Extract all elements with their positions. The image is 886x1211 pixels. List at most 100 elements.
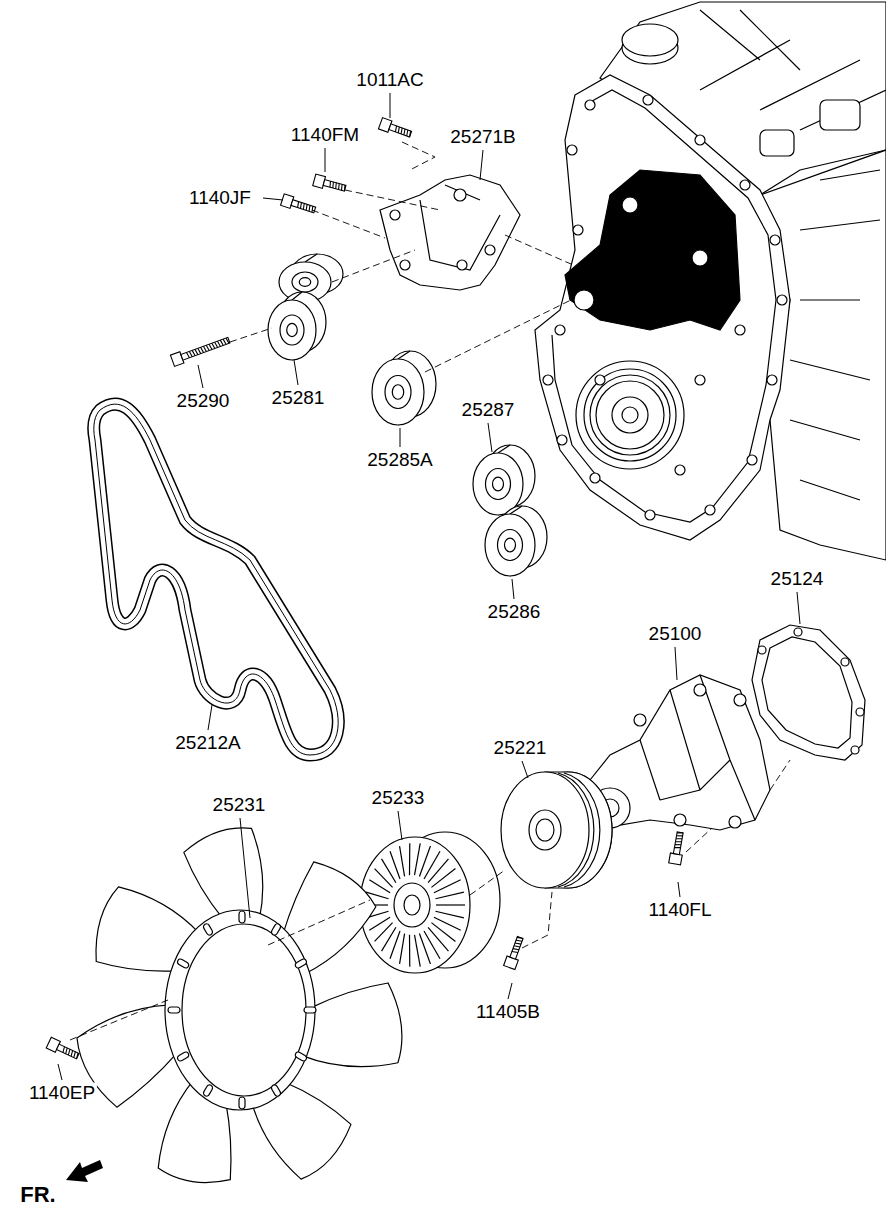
fan-hole [239, 1097, 245, 1109]
callout-number: 1140FL [646, 900, 713, 921]
pump-hole [729, 816, 741, 828]
bolt [378, 118, 412, 140]
cover-bolt [543, 375, 553, 385]
callout-number: 25221 [492, 738, 549, 759]
front-arrow [66, 1160, 103, 1182]
leader-line [508, 983, 512, 999]
dashed-line [505, 235, 580, 268]
roller-bore [392, 385, 403, 400]
bolt [170, 335, 230, 367]
fan-blades [77, 828, 402, 1183]
callout-number: 25287 [460, 400, 517, 421]
gasket-hole [758, 646, 766, 654]
callout-number: 25281 [270, 388, 327, 409]
roller-bore [505, 538, 516, 552]
crank-pulley [622, 407, 638, 423]
bolt-thread [297, 202, 314, 213]
idler-roller [268, 292, 326, 360]
leader-line [325, 148, 326, 172]
leader-line [797, 592, 800, 624]
cover-bolt [645, 510, 655, 520]
bolt [669, 831, 686, 865]
fan-hole [270, 923, 281, 936]
cover-bolts [543, 95, 787, 520]
cover-bolt [770, 235, 780, 245]
leader-line [240, 818, 250, 918]
leader-line [480, 150, 483, 180]
pump-pulley [501, 772, 612, 888]
idler-roller [473, 445, 535, 515]
pump-hole [634, 714, 646, 726]
callout-number: 1140EP [27, 1083, 97, 1104]
pulley-front [501, 772, 589, 888]
fan-hole [202, 923, 213, 936]
callout-number: 1140FM [289, 125, 361, 146]
pump-rib [640, 675, 755, 820]
clutch-fin [419, 934, 430, 964]
dashed-line [345, 190, 440, 210]
callout-number: 25286 [486, 602, 543, 623]
clutch-fin [415, 843, 421, 875]
bolt-shaft [389, 124, 412, 137]
bracket-hole [400, 260, 410, 270]
bolt-thread [329, 181, 346, 191]
cover-bolt [573, 225, 583, 235]
roller-bore [299, 278, 310, 287]
dashed-line [312, 210, 385, 238]
clutch-fin [409, 843, 410, 875]
belt-outline [94, 404, 338, 755]
gasket-hole [841, 658, 849, 666]
idler-roller [372, 351, 436, 425]
belt-face [94, 404, 338, 755]
dashed-line [70, 1000, 168, 1040]
bracket-hole [454, 189, 466, 201]
callout-number: 25124 [769, 569, 826, 590]
fan-clutch [360, 832, 500, 973]
bolt-shaft [181, 337, 230, 360]
leader-line [488, 423, 492, 452]
bolt [281, 194, 317, 216]
bracket-hole [457, 260, 467, 270]
cover-bolt [740, 180, 750, 190]
housing-hole [622, 197, 638, 213]
bolt [46, 1037, 80, 1061]
timing-cover [535, 75, 790, 540]
crank-pulley [590, 375, 670, 455]
clutch-fin [369, 917, 390, 930]
fan-blade [184, 828, 263, 920]
housing-hole [692, 250, 708, 266]
idler-pulleys [268, 254, 547, 576]
fan-hole [239, 911, 245, 923]
leader-line [398, 811, 402, 840]
roller-front [473, 453, 523, 515]
crank-pulley [612, 397, 648, 433]
crank-pulley [584, 369, 676, 461]
dashed-line [268, 900, 370, 945]
bolt-head [669, 853, 683, 865]
clutch-fin [382, 927, 396, 951]
clutch-fin [424, 851, 440, 879]
bolt-shaft [673, 832, 683, 855]
callout-number: 1140JF [187, 188, 253, 209]
leader-line [208, 705, 212, 730]
cover-bolt [777, 295, 787, 305]
clutch-fin [400, 846, 405, 876]
clutch-fin [375, 869, 393, 888]
clutch-hub [394, 883, 430, 927]
clutch-fin [415, 935, 421, 967]
dashed-line [522, 892, 552, 948]
cover-bolt [555, 325, 565, 335]
clutch-fins [365, 843, 465, 966]
head-detail [820, 100, 860, 130]
pump-hole [674, 814, 686, 826]
gasket-inner [762, 637, 852, 748]
callout-number: 25231 [211, 795, 268, 816]
crank-pulley [596, 381, 664, 449]
fan-hole [270, 1084, 281, 1097]
cover-bolt [585, 100, 595, 110]
clutch-fin [400, 934, 405, 964]
fan-ring [165, 910, 315, 1110]
cover-bolt [643, 95, 653, 105]
